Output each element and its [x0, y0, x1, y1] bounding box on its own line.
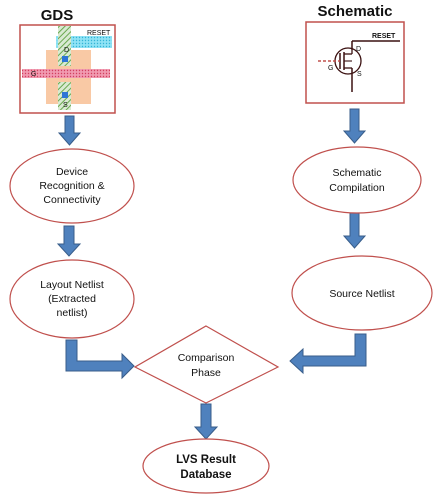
arrow-gds-to-device	[57, 115, 82, 146]
schematic-frame	[305, 21, 405, 104]
schematic-g-label: G	[328, 65, 333, 72]
gds-g-label: G	[31, 71, 36, 78]
layout-netlist-line-2: (Extracted	[48, 293, 96, 305]
node-source-netlist: Source Netlist	[291, 255, 433, 331]
schematic-compilation-line-1: Schematic	[332, 167, 381, 179]
layout-netlist-line-3: netlist)	[57, 307, 88, 319]
gds-title: GDS	[41, 7, 74, 24]
arrow-source-to-comparison	[289, 333, 367, 375]
node-schematic-compilation: Schematic Compilation	[292, 146, 422, 214]
layout-netlist-ellipse	[9, 259, 135, 339]
source-netlist-line-1: Source Netlist	[329, 288, 394, 300]
gds-poly-gate	[22, 69, 110, 78]
device-recognition-line-1: Device	[56, 166, 88, 178]
schematic-title: Schematic	[317, 3, 392, 20]
gds-s-label: S	[63, 102, 68, 109]
schematic-compilation-line-2: Compilation	[329, 182, 385, 194]
gds-via-bottom	[62, 92, 68, 98]
schematic-compilation-ellipse	[292, 146, 422, 214]
device-recognition-ellipse	[9, 148, 135, 224]
schematic-reset-label: RESET	[372, 33, 396, 40]
schematic-s-label: S	[357, 71, 362, 78]
arrow-comparison-to-result	[193, 403, 219, 440]
lvs-result-ellipse	[142, 438, 270, 494]
arrow-device-to-layout	[56, 225, 82, 257]
node-device-recognition: Device Recognition & Connectivity	[9, 148, 135, 224]
node-layout-netlist: Layout Netlist (Extracted netlist)	[9, 259, 135, 339]
lvs-result-line-2: Database	[180, 469, 231, 481]
comparison-line-1: Comparison	[178, 352, 235, 364]
gds-reset-label: RESET	[87, 30, 111, 37]
comparison-diamond	[133, 325, 280, 404]
node-lvs-result: LVS Result Database	[142, 438, 270, 494]
source-netlist-ellipse	[291, 255, 433, 331]
comparison-line-2: Phase	[191, 367, 221, 379]
schematic-image: RESET D G S	[305, 21, 405, 104]
layout-netlist-line-1: Layout Netlist	[40, 279, 104, 291]
arrow-schematic-to-compilation	[342, 108, 367, 144]
gds-layout-image: RESET D G S	[19, 24, 116, 114]
device-recognition-line-2: Recognition &	[39, 180, 104, 192]
arrow-layout-to-comparison	[65, 339, 135, 380]
gds-d-label: D	[64, 47, 69, 54]
gds-via-top	[62, 56, 68, 62]
schematic-d-label: D	[356, 46, 361, 53]
node-comparison-phase: Comparison Phase	[133, 325, 280, 404]
lvs-result-line-1: LVS Result	[176, 454, 236, 466]
device-recognition-line-3: Connectivity	[43, 194, 101, 206]
arrow-compilation-to-source	[342, 212, 367, 249]
flow-arrows	[56, 108, 367, 440]
